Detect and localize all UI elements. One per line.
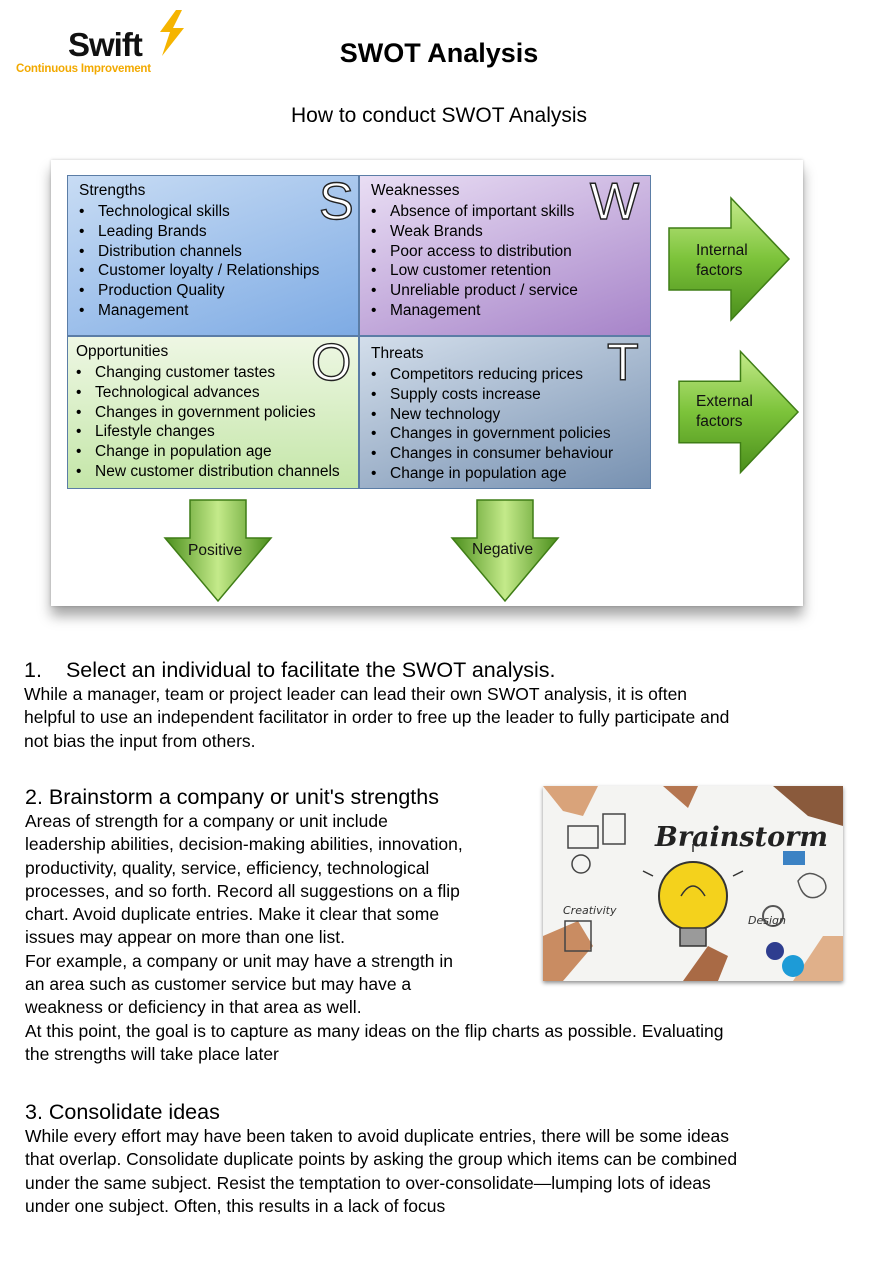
list-item: Unreliable product / service	[371, 281, 642, 301]
list-item: Changes in government policies	[371, 424, 642, 444]
list-item: Customer loyalty / Relationships	[79, 261, 350, 281]
list-item: Changes in consumer behaviour	[371, 444, 642, 464]
weaknesses-list: Absence of important skills Weak Brands …	[371, 202, 642, 321]
image-word-creativity: Creativity	[563, 904, 617, 917]
list-item: Changing customer tastes	[76, 363, 350, 383]
list-item: Weak Brands	[371, 222, 642, 242]
section-3: 3. Consolidate ideas While every effort …	[25, 1099, 737, 1218]
threats-quadrant: T Threats Competitors reducing prices Su…	[359, 336, 651, 489]
weaknesses-quadrant: W Weaknesses Absence of important skills…	[359, 175, 651, 336]
section-1-heading: 1.Select an individual to facilitate the…	[24, 658, 556, 682]
weaknesses-heading: Weaknesses	[371, 182, 460, 199]
list-item: Production Quality	[79, 281, 350, 301]
list-item: Change in population age	[76, 442, 350, 462]
section-3-heading: 3. Consolidate ideas	[25, 1100, 220, 1124]
section-2-heading: 2. Brainstorm a company or unit's streng…	[25, 785, 439, 809]
list-item: Competitors reducing prices	[371, 365, 642, 385]
opportunities-heading: Opportunities	[76, 343, 169, 360]
image-word-design: Design	[748, 914, 786, 927]
section-2-body: Areas of strength for a company or unit …	[25, 811, 724, 1064]
list-item: Technological skills	[79, 202, 350, 222]
opportunities-list: Changing customer tastes Technological a…	[76, 363, 350, 482]
negative-arrow-icon	[450, 499, 560, 603]
page-title: SWOT Analysis	[339, 38, 539, 68]
brainstorm-illustration: Brainstorm Creativity Design	[543, 786, 843, 981]
strengths-quadrant: S Strengths Technological skills Leading…	[67, 175, 359, 336]
image-word-brainstorm: Brainstorm	[654, 822, 828, 853]
threats-list: Competitors reducing prices Supply costs…	[371, 365, 642, 484]
list-item: Absence of important skills	[371, 202, 642, 222]
list-item: Changes in government policies	[76, 403, 350, 423]
list-item: Supply costs increase	[371, 385, 642, 405]
page-subtitle: How to conduct SWOT Analysis	[290, 104, 588, 127]
strengths-list: Technological skills Leading Brands Dist…	[79, 202, 350, 321]
section-1: 1.Select an individual to facilitate the…	[24, 657, 729, 753]
list-item: Management	[371, 301, 642, 321]
swot-diagram: S Strengths Technological skills Leading…	[51, 160, 803, 606]
list-item: Management	[79, 301, 350, 321]
threats-heading: Threats	[371, 345, 424, 362]
strengths-heading: Strengths	[79, 182, 146, 199]
logo-tagline: Continuous Improvement	[16, 63, 151, 75]
list-item: Lifestyle changes	[76, 422, 350, 442]
external-factors-arrow-icon	[678, 349, 800, 475]
positive-label: Positive	[188, 542, 243, 559]
lightning-icon	[160, 10, 184, 56]
list-item: Distribution channels	[79, 242, 350, 262]
section-1-body: While a manager, team or project leader …	[24, 684, 730, 751]
list-item: New technology	[371, 405, 642, 425]
section-3-body: While every effort may have been taken t…	[25, 1126, 738, 1216]
list-item: Technological advances	[76, 383, 350, 403]
opportunities-quadrant: O Opportunities Changing customer tastes…	[67, 336, 359, 489]
swift-logo: Swift Continuous Improvement	[14, 10, 184, 80]
list-item: Low customer retention	[371, 261, 642, 281]
positive-arrow-icon	[163, 499, 273, 603]
negative-label: Negative	[472, 541, 534, 558]
list-item: Poor access to distribution	[371, 242, 642, 262]
internal-factors-arrow-icon	[668, 196, 791, 322]
list-item: Leading Brands	[79, 222, 350, 242]
brainstorm-image: Brainstorm Creativity Design	[543, 786, 843, 981]
logo-brand: Swift	[68, 26, 143, 63]
list-item: New customer distribution channels	[76, 462, 350, 482]
section-2: 2. Brainstorm a company or unit's streng…	[25, 784, 723, 1066]
list-item: Change in population age	[371, 464, 642, 484]
